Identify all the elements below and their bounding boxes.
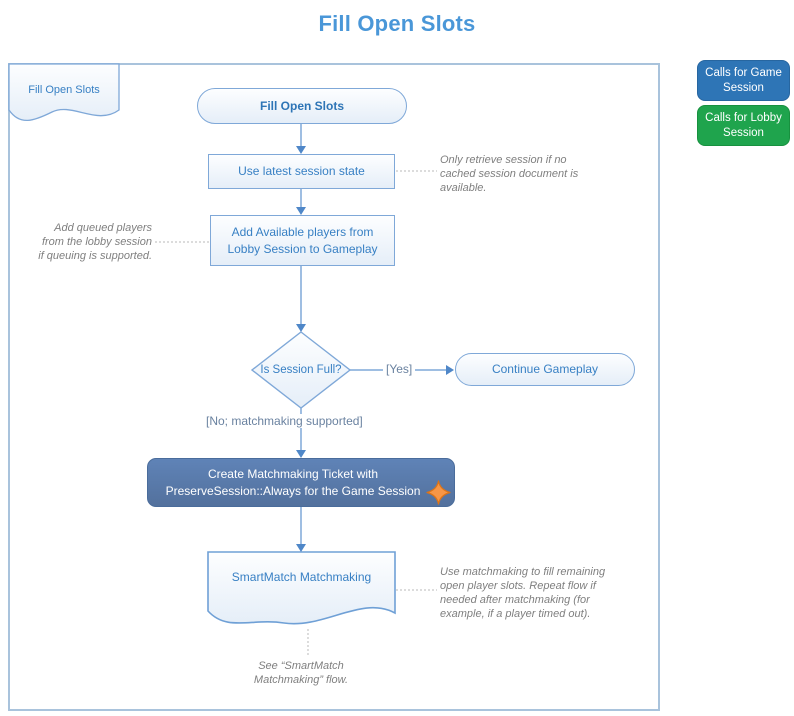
arrowhead-down-icon [296,207,306,215]
arrowhead-right-icon [446,365,454,375]
arrowhead-down-icon [296,450,306,458]
edge-label-yes: [Yes] [383,362,416,376]
diagram-title: Fill Open Slots [318,11,476,36]
arrowhead-down-icon [296,324,306,332]
node-use-latest-session-state: Use latest session state [208,154,395,189]
node-create-matchmaking-ticket: Create Matchmaking Ticket with PreserveS… [147,458,455,507]
legend-calls-for-lobby-session: Calls for Lobby Session [697,105,790,146]
arrowhead-down-icon [296,146,306,154]
node-continue-gameplay: Continue Gameplay [455,353,635,386]
connector-arrowheads [296,146,454,552]
annotation-connectors [155,170,437,656]
frame-label: Fill Open Slots [28,84,100,96]
legend-calls-for-game-session: Calls for Game Session [697,60,790,101]
annotation-add-players: Add queued players from the lobby sessio… [38,222,152,262]
node-start-fill-open-slots: Fill Open Slots [197,88,407,124]
edge-label-no: [No; matchmaking supported] [203,414,366,428]
node-add-available-players: Add Available players from Lobby Session… [210,215,395,266]
frame-label-document-shape [8,63,120,122]
node-is-session-full-label: Is Session Full? [260,363,342,376]
arrowhead-down-icon [296,544,306,552]
node-smartmatch-matchmaking-label: SmartMatch Matchmaking [231,570,372,584]
annotation-see-flow: See “SmartMatch Matchmaking” flow. [253,660,349,686]
create-matchmaking-ticket-label: Create Matchmaking Ticket with PreserveS… [165,467,421,498]
smartmatch-document-shape [207,551,396,625]
annotation-use-latest: Only retrieve session if no cached sessi… [440,154,579,194]
annotation-smartmatch: Use matchmaking to fill remaining open p… [440,566,606,620]
sparkle-icon [426,480,451,505]
